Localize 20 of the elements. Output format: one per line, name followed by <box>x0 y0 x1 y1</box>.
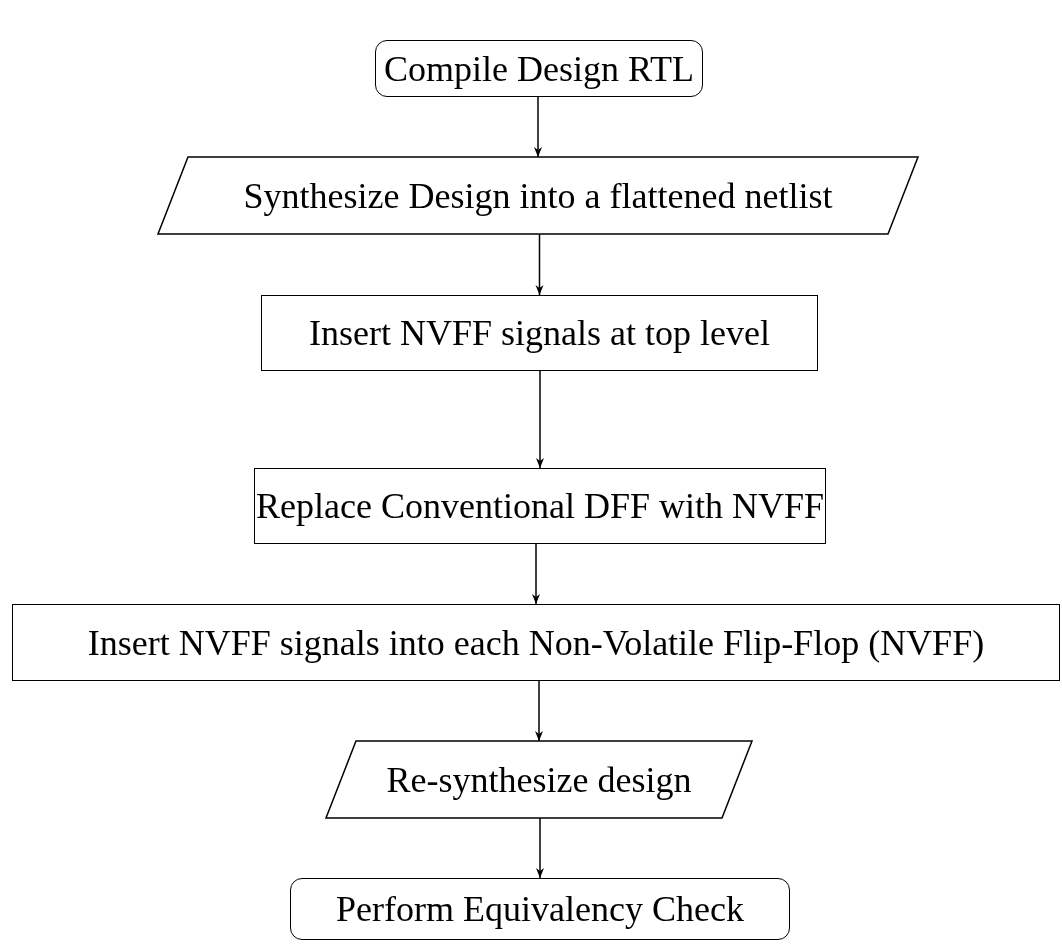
step-label: Perform Equivalency Check <box>336 888 744 930</box>
step-label: Insert NVFF signals into each Non-Volatile Flip-Flop (NVFF) <box>87 621 985 664</box>
arrow <box>536 817 544 879</box>
process-box <box>12 604 1060 681</box>
terminal-box <box>290 878 790 940</box>
arrow <box>536 370 544 469</box>
process-box <box>254 468 826 544</box>
io-parallelogram <box>158 157 918 234</box>
terminal-box <box>375 40 703 97</box>
step-label: Re-synthesize design <box>386 758 692 801</box>
step-label: Synthesize Design into a flattened netlist <box>243 174 833 217</box>
step-label: Compile Design RTL <box>384 47 694 90</box>
process-box <box>261 295 818 371</box>
arrow <box>532 543 540 605</box>
step-label: Insert NVFF signals at top level <box>309 312 770 354</box>
arrow <box>535 680 543 742</box>
io-parallelogram <box>326 741 752 818</box>
arrow <box>535 233 544 296</box>
step-label: Replace Conventional DFF with NVFF <box>256 485 824 527</box>
arrow <box>534 96 542 158</box>
